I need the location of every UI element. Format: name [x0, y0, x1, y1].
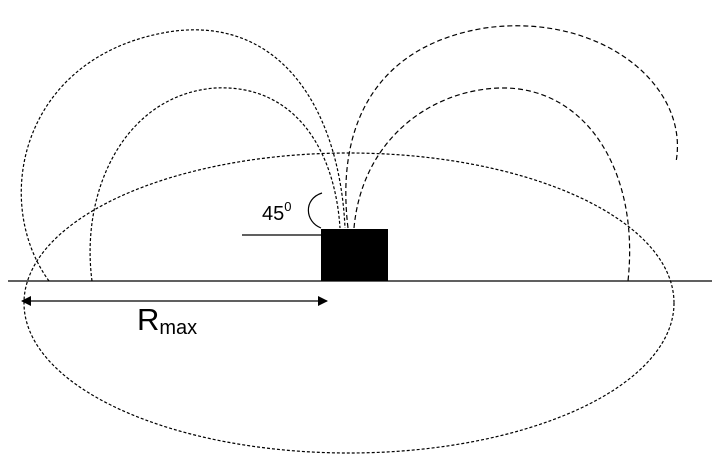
range-label-subscript: max: [159, 317, 197, 339]
trajectory-outer-left: [20, 29, 346, 282]
trajectory-inner-left: [89, 87, 341, 282]
angle-arc: [307, 192, 323, 229]
trajectory-inner-right: [353, 87, 631, 282]
angle-label: 450: [262, 199, 291, 225]
launcher-block: [321, 229, 388, 281]
range-label-main: R: [137, 302, 159, 337]
angle-label-value: 45: [262, 203, 284, 225]
angle-label-superscript: 0: [284, 199, 291, 214]
trajectory-outer-right: [345, 25, 678, 229]
range-label: Rmax: [137, 302, 197, 339]
envelope-ellipse: [23, 152, 675, 454]
